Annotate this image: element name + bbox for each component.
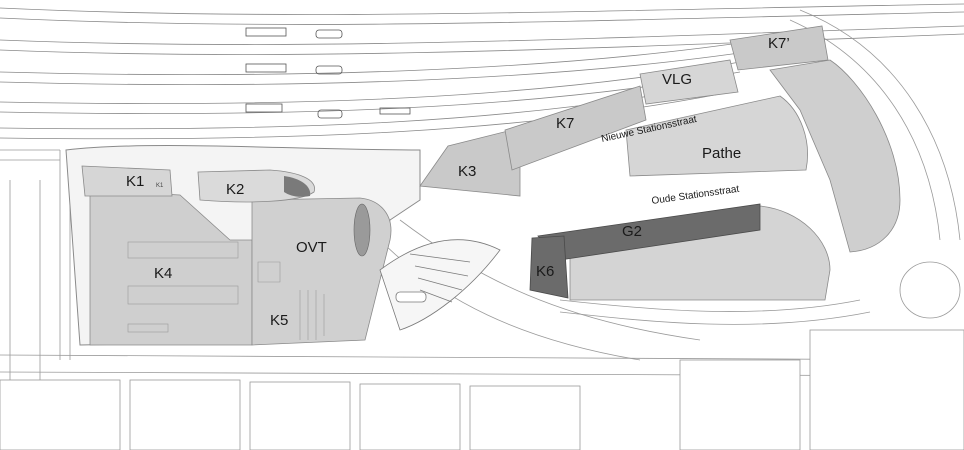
label-ovt: OVT [296, 239, 327, 256]
label-vlg: VLG [662, 71, 692, 88]
block-k1 [81, 165, 173, 197]
label-k7: K7 [556, 115, 574, 132]
block-vlg [639, 59, 739, 105]
hatched-canopy [284, 176, 311, 197]
label-k5: K5 [270, 312, 288, 329]
label-k1: K1 [126, 173, 144, 190]
city-blocks-bottom [0, 329, 964, 450]
k4-internal-lines [127, 241, 325, 340]
label-k7-prime: K7’ [768, 35, 790, 52]
label-k6: K6 [536, 263, 554, 280]
block-pathe [625, 95, 808, 177]
bus-platforms [379, 239, 501, 331]
block-k7 [504, 85, 647, 171]
train-markers [245, 27, 411, 119]
label-k1-small: K1 [156, 183, 164, 189]
label-g2: G2 [622, 223, 642, 240]
label-k4: K4 [154, 265, 172, 282]
street-label-oude-stationsstraat: Oude Stationsstraat [651, 184, 740, 207]
block-k3 [419, 127, 521, 197]
label-pathe: Pathe [702, 145, 741, 162]
block-k6 [529, 235, 569, 299]
block-right-large [769, 59, 901, 253]
canopy-shape [353, 203, 371, 257]
label-k2: K2 [226, 181, 244, 198]
block-oude-stationsstraat [569, 205, 831, 301]
label-k3: K3 [458, 163, 476, 180]
